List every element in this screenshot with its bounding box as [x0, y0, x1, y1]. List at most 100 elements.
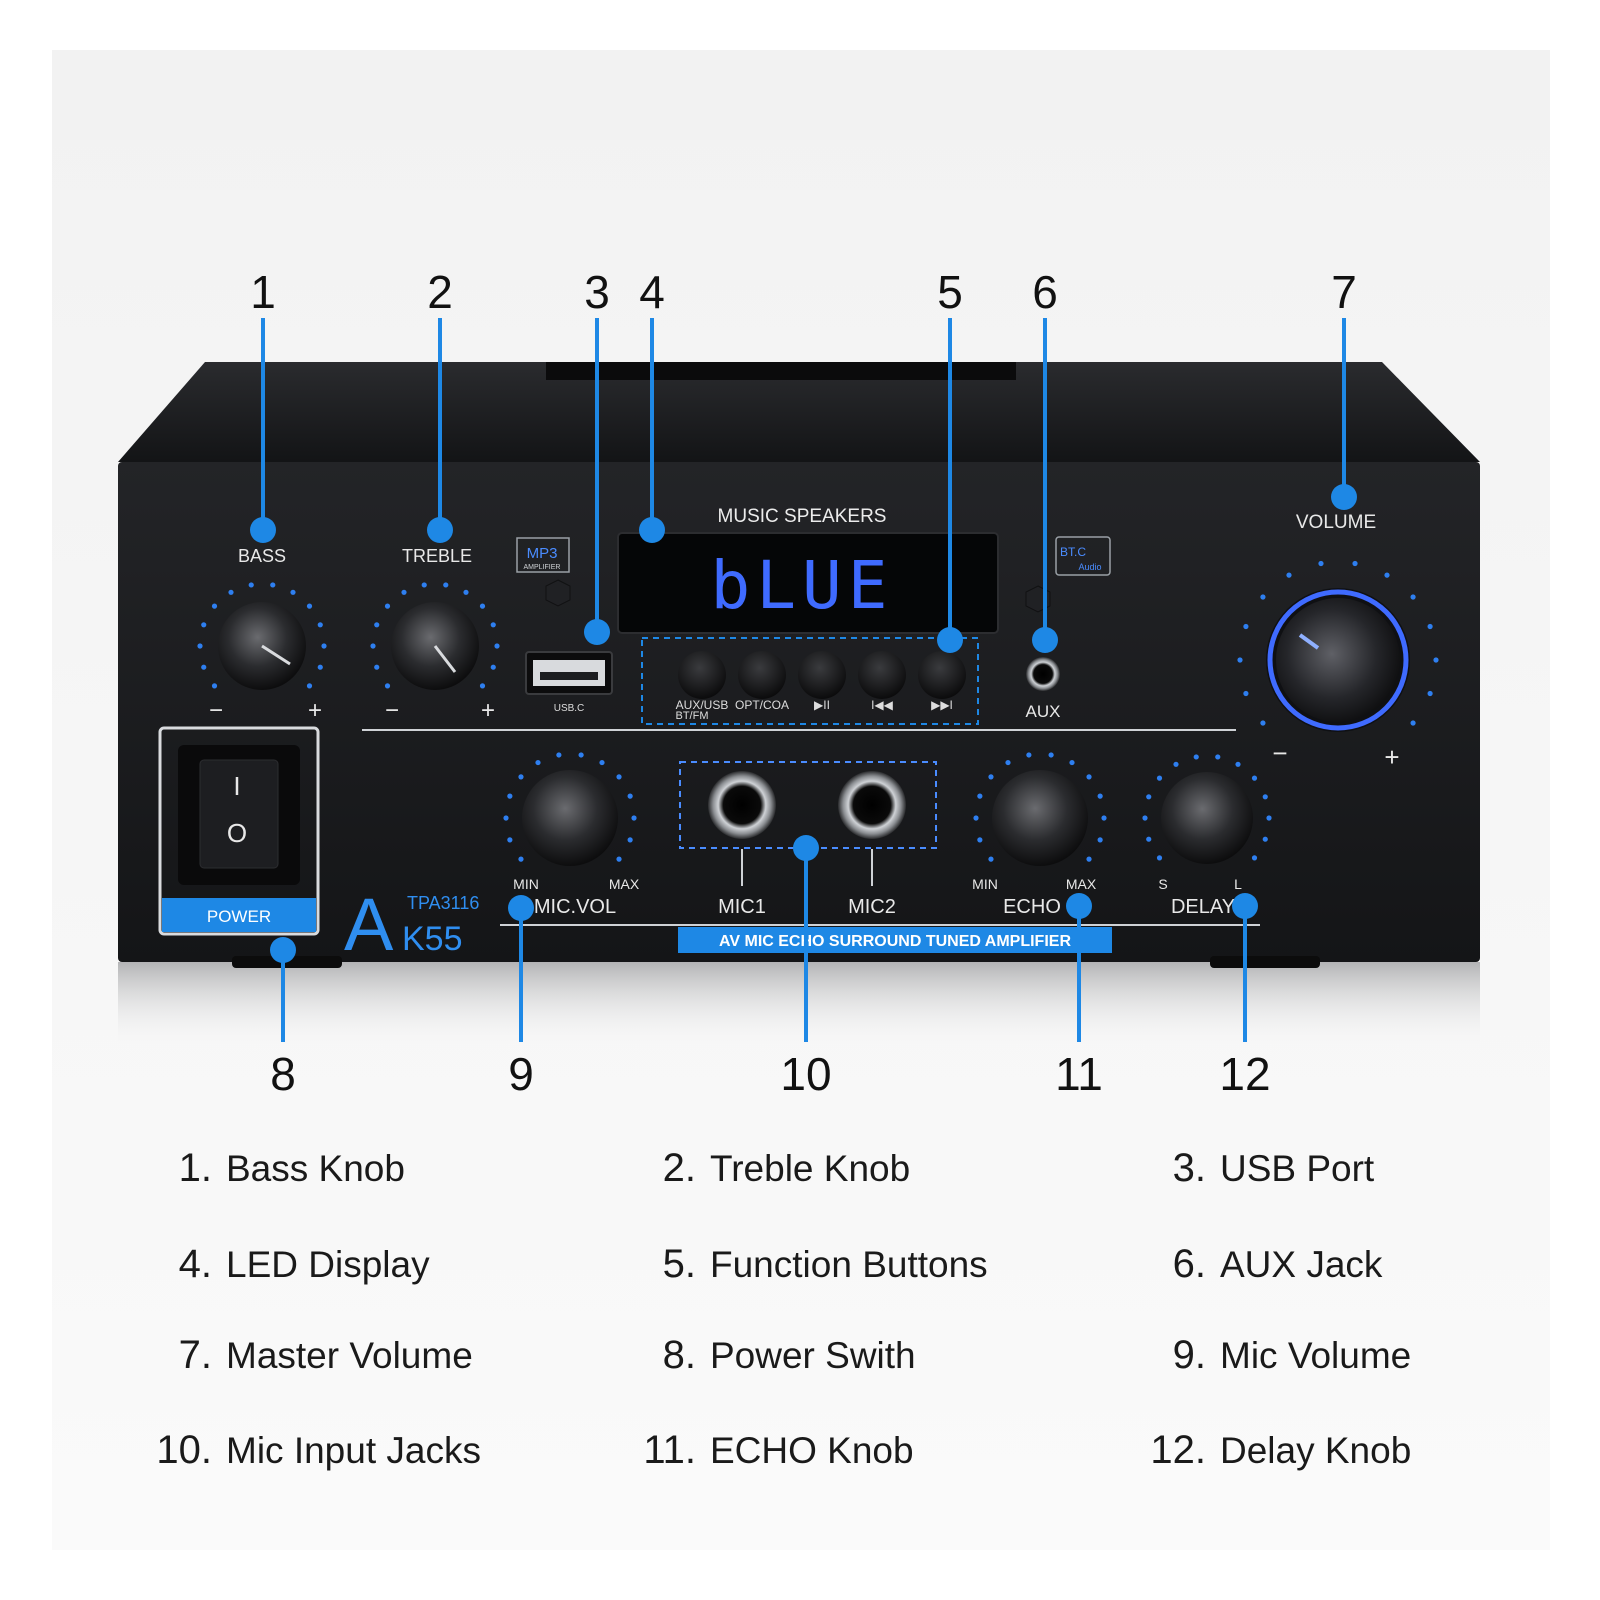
- amp-top-face: [118, 362, 1480, 462]
- knob-scale-dot: [1260, 720, 1266, 726]
- knob-scale-dot: [1410, 720, 1416, 726]
- svg-text:I: I: [233, 771, 240, 801]
- knob-scale-dot: [578, 752, 584, 758]
- aux-jack[interactable]: [1026, 657, 1060, 691]
- aux-label: AUX: [1026, 702, 1061, 721]
- model-chip: TPA3116: [407, 893, 479, 913]
- knob-scale-dot: [463, 589, 469, 595]
- knob-scale-dot: [401, 589, 407, 595]
- svg-text:Audio: Audio: [1078, 562, 1101, 572]
- bass-minus: −: [209, 697, 223, 724]
- micvol-min: MIN: [513, 876, 539, 892]
- knob-scale-dot: [599, 759, 605, 766]
- power-switch[interactable]: I O: [158, 726, 320, 936]
- bass-plus: +: [308, 697, 322, 724]
- function-button[interactable]: [798, 651, 846, 699]
- knob-scale-dot: [507, 793, 513, 799]
- knob-scale-dot: [290, 589, 296, 595]
- callout-8: [270, 937, 296, 1042]
- amp-foot-right: [1210, 956, 1320, 968]
- svg-text:BT.C: BT.C: [1060, 545, 1086, 559]
- callout-2: [427, 318, 453, 543]
- knob-scale-dot: [973, 815, 979, 821]
- delay-l: L: [1234, 876, 1242, 892]
- echo-knob[interactable]: [992, 770, 1088, 866]
- model-rest: K55: [402, 920, 463, 958]
- function-button[interactable]: [738, 651, 786, 699]
- amp-reflection: [118, 962, 1480, 1052]
- knob-scale-dot: [1215, 754, 1221, 760]
- mic1-label: MIC1: [718, 896, 766, 918]
- volume-label: VOLUME: [1296, 512, 1376, 533]
- knob-scale-dot: [1173, 761, 1179, 767]
- knob-scale-dot: [1048, 752, 1054, 758]
- display-title: MUSIC SPEAKERS: [718, 506, 887, 527]
- knob-scale-dot: [1262, 794, 1268, 800]
- callout-number-9: 9: [508, 1048, 534, 1100]
- function-button-label: OPT/COA: [735, 698, 789, 712]
- knob-scale-dot: [270, 582, 276, 588]
- echo-label: ECHO: [1003, 896, 1061, 918]
- knob-scale-dot: [1142, 815, 1148, 821]
- banner-text: AV MIC ECHO SURROUND TUNED AMPLIFIER: [719, 933, 1071, 950]
- callout-7: [1331, 318, 1357, 510]
- svg-text:MP3: MP3: [527, 545, 558, 562]
- delay-knob[interactable]: [1161, 772, 1253, 864]
- knob-scale-dot: [374, 622, 380, 628]
- svg-text:AMPLIFIER: AMPLIFIER: [524, 564, 561, 571]
- master-volume-knob[interactable]: [1266, 588, 1410, 732]
- bass-label: BASS: [238, 546, 286, 566]
- callout-5: [641, 318, 979, 725]
- knob-scale-dot: [1352, 560, 1358, 567]
- knob-scale-dot: [317, 622, 323, 628]
- knob-scale-dot: [317, 664, 323, 670]
- knob-scale-dot: [1251, 855, 1258, 861]
- callout-1: [250, 318, 276, 543]
- callout-number-7: 7: [1331, 266, 1357, 318]
- knob-scale-dot: [507, 837, 513, 843]
- callout-number-2: 2: [427, 266, 453, 318]
- knob-scale-dot: [443, 582, 449, 588]
- knob-scale-dot: [494, 643, 500, 649]
- bass-knob[interactable]: [218, 602, 306, 690]
- delay-s: S: [1158, 876, 1167, 892]
- knob-scale-dot: [627, 793, 633, 799]
- knob-scale-dot: [201, 664, 207, 670]
- knob-scale-dot: [1262, 836, 1268, 842]
- mic-volume-knob[interactable]: [522, 770, 618, 866]
- function-button[interactable]: [858, 651, 906, 699]
- function-button[interactable]: [678, 651, 726, 699]
- knob-scale-dot: [988, 774, 994, 780]
- knob-scale-dot: [1086, 774, 1092, 780]
- knob-scale-dot: [479, 683, 486, 689]
- amplifier: BASS − + TREBLE − + VOLUME − + MP3 AMPLI…: [118, 362, 1480, 1052]
- knob-scale-dot: [1427, 690, 1433, 697]
- banner-bg: [678, 927, 1112, 953]
- knob-scale-dot: [384, 683, 391, 689]
- knob-scale-dot: [490, 622, 496, 628]
- mic-jacks-frame: [679, 761, 937, 849]
- knob-scale-dot: [518, 856, 524, 862]
- knob-scale-dot: [1026, 752, 1032, 758]
- power-label-bg: [162, 898, 316, 932]
- knob-scale-dot: [988, 856, 994, 862]
- mic1-jack[interactable]: [708, 771, 776, 839]
- knob-scale-dot: [1243, 623, 1249, 630]
- knob-scale-dot: [374, 664, 380, 670]
- function-button-label: ▶II: [814, 698, 830, 712]
- knob-scale-dot: [1286, 572, 1292, 578]
- callout-6: [1032, 318, 1058, 653]
- usb-port[interactable]: [525, 651, 613, 695]
- callout-11: [1066, 893, 1092, 1042]
- knob-scale-dot: [1260, 594, 1266, 600]
- mic2-jack[interactable]: [838, 771, 906, 839]
- callout-number-12: 12: [1219, 1048, 1270, 1100]
- amp-front-panel: [118, 462, 1480, 962]
- treble-knob[interactable]: [391, 602, 479, 690]
- usb-label: USB.C: [554, 703, 585, 714]
- knob-scale-dot: [616, 774, 622, 780]
- function-button[interactable]: [918, 651, 966, 699]
- led-display: bLUE: [617, 532, 999, 634]
- knob-scale-dot: [490, 664, 496, 670]
- bt-badge: BT.C Audio: [1055, 536, 1111, 576]
